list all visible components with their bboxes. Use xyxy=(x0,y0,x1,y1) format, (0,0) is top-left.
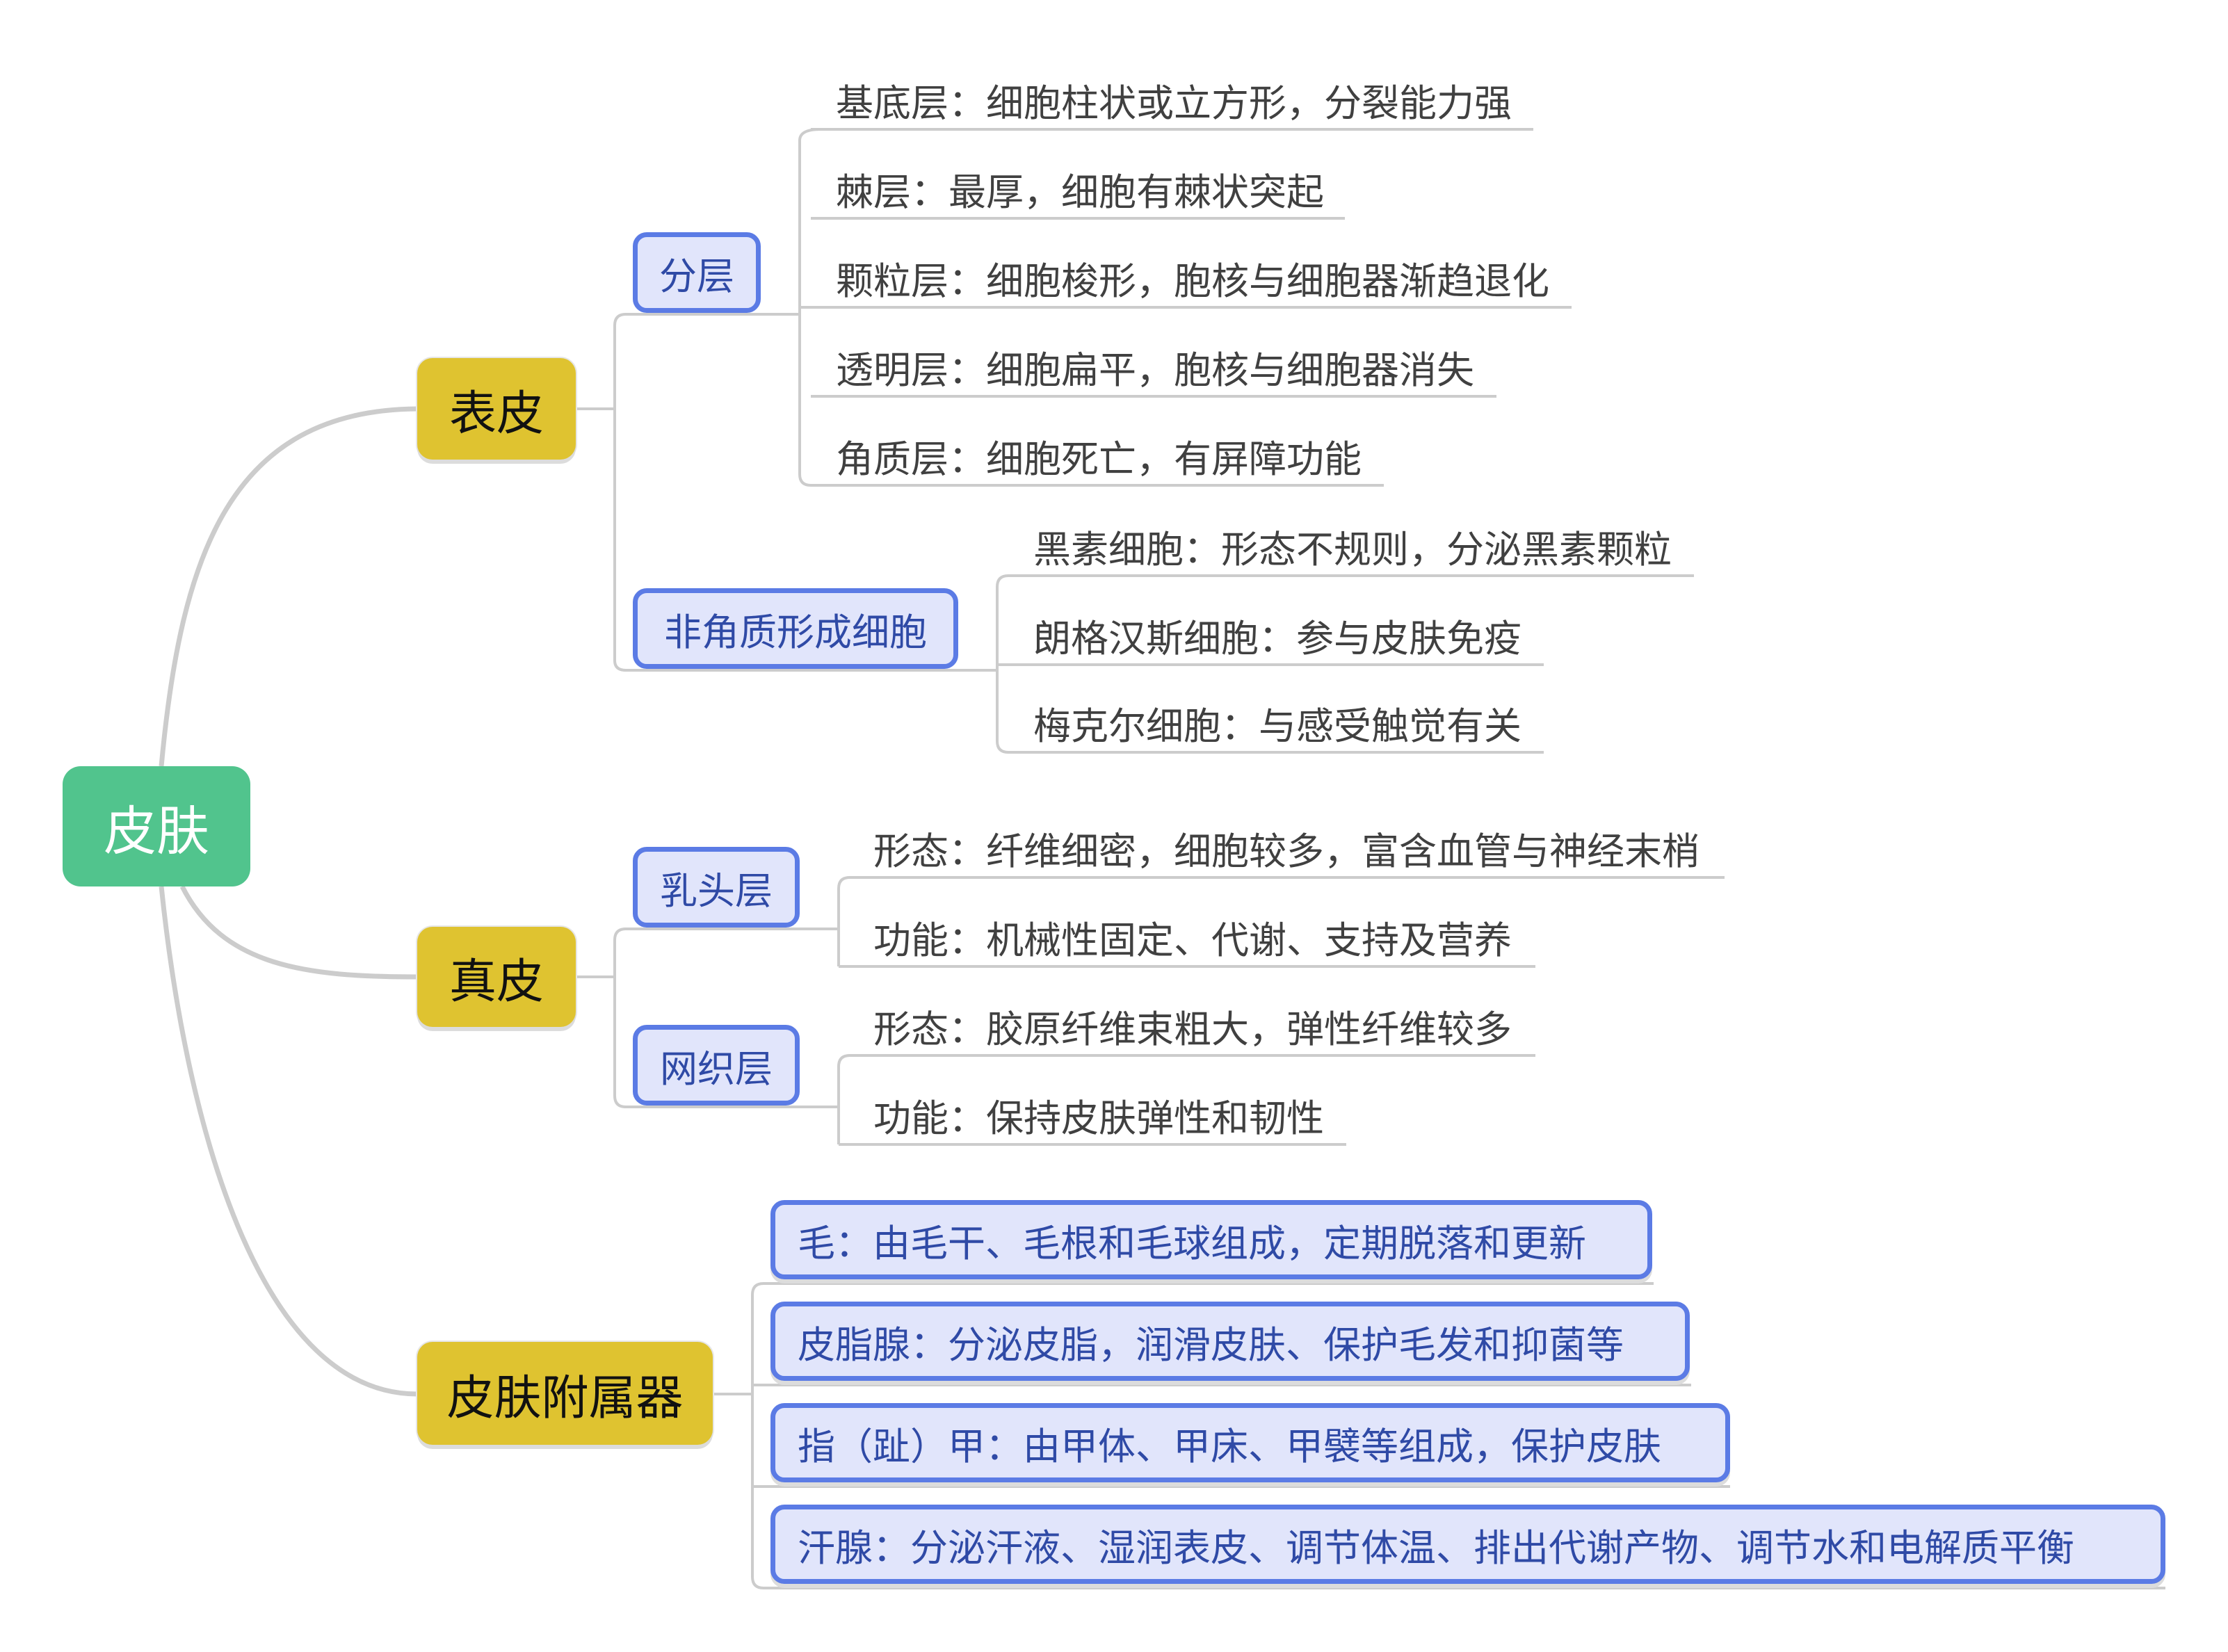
leaf-spinous-layer[interactable]: 棘层：最厚，细胞有棘状突起 xyxy=(836,170,1324,214)
leaf-langerhans-cell[interactable]: 朗格汉斯细胞：参与皮肤免疫 xyxy=(1033,617,1521,661)
leaf-merkel-cell[interactable]: 梅克尔细胞：与感受触觉有关 xyxy=(1033,704,1521,748)
subtopic-reticular-layer[interactable]: 网织层 xyxy=(633,1025,800,1106)
connector-dermis-bracket xyxy=(613,928,633,1108)
leaf-cornified-layer[interactable]: 角质层：细胞死亡，有屏障功能 xyxy=(836,437,1362,481)
item-sebaceous-gland[interactable]: 皮脂腺：分泌皮脂，润滑皮肤、保护毛发和抑菌等 xyxy=(770,1302,1690,1381)
connector-appendages-bracket xyxy=(751,1282,764,1589)
leaf-clear-layer[interactable]: 透明层：细胞扁平，胞核与细胞器消失 xyxy=(836,348,1474,392)
topic-dermis[interactable]: 真皮 xyxy=(417,927,576,1027)
item-hair[interactable]: 毛：由毛干、毛根和毛球组成，定期脱落和更新 xyxy=(770,1200,1652,1279)
subtopic-non-keratinocytes[interactable]: 非角质形成细胞 xyxy=(633,588,958,669)
topic-epidermis[interactable]: 表皮 xyxy=(417,358,576,460)
subtopic-papillary-layer[interactable]: 乳头层 xyxy=(633,847,800,928)
leaf-melanocyte[interactable]: 黑素细胞：形态不规则，分泌黑素颗粒 xyxy=(1033,528,1672,572)
connector-reticular-bracket xyxy=(837,1054,850,1144)
item-nail[interactable]: 指（趾）甲：由甲体、甲床、甲襞等组成，保护皮肤 xyxy=(770,1403,1730,1482)
leaf-papillary-morphology[interactable]: 形态：纤维细密，细胞较多，富含血管与神经末梢 xyxy=(873,829,1700,873)
subtopic-layers[interactable]: 分层 xyxy=(633,232,761,313)
root-topic-skin[interactable]: 皮肤 xyxy=(63,766,250,886)
connector-papillary-bracket xyxy=(837,876,850,966)
leaf-reticular-function[interactable]: 功能：保持皮肤弹性和韧性 xyxy=(873,1096,1324,1140)
connector-root-appendages xyxy=(159,886,418,1397)
leaf-granular-layer[interactable]: 颗粒层：细胞梭形，胞核与细胞器渐趋退化 xyxy=(836,259,1549,303)
leaf-reticular-morphology[interactable]: 形态：胶原纤维束粗大，弹性纤维较多 xyxy=(873,1007,1512,1051)
connector-root-epidermis xyxy=(159,406,418,767)
item-sweat-gland[interactable]: 汗腺：分泌汗液、湿润表皮、调节体温、排出代谢产物、调节水和电解质平衡 xyxy=(770,1505,2165,1584)
connector-epidermis-bracket xyxy=(613,313,633,672)
connector-root-dermis xyxy=(179,885,418,980)
leaf-papillary-function[interactable]: 功能：机械性固定、代谢、支持及营养 xyxy=(873,918,1512,962)
topic-skin-appendages[interactable]: 皮肤附属器 xyxy=(417,1342,713,1445)
leaf-basal-layer[interactable]: 基底层：细胞柱状或立方形，分裂能力强 xyxy=(836,81,1512,125)
